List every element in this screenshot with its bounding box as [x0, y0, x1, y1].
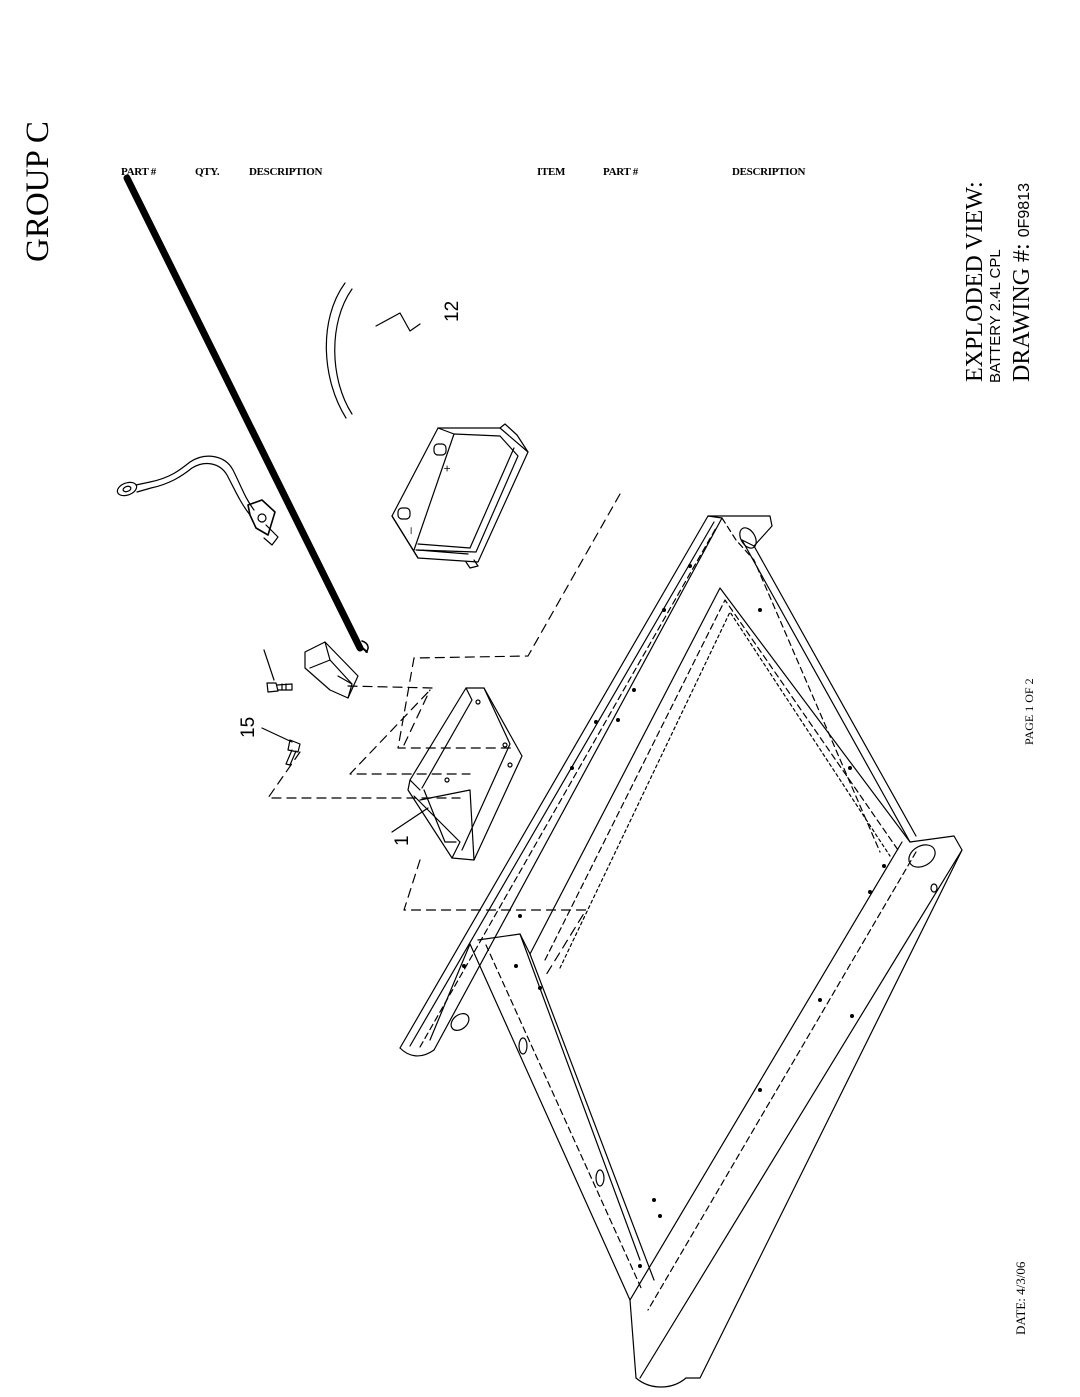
strap-rod — [123, 174, 369, 653]
bolt-15 — [261, 727, 301, 766]
header-qty: QTY. — [195, 166, 220, 178]
bolt-upper — [263, 649, 293, 693]
chassis-frame — [399, 515, 963, 1388]
header-part-left: PART # — [121, 166, 156, 178]
battery-negative-mark: _ — [398, 527, 412, 534]
battery-positive-mark: + — [440, 464, 454, 472]
header-description-right: DESCRIPTION — [732, 166, 806, 178]
hold-down-clip — [304, 641, 359, 699]
battery-tray — [407, 687, 523, 861]
header-description-left: DESCRIPTION — [249, 166, 323, 178]
header-item: ITEM — [537, 166, 566, 178]
callout-15: 15 — [238, 716, 259, 738]
header-part-right: PART # — [603, 166, 638, 178]
battery — [391, 423, 529, 569]
battery-cable — [116, 455, 279, 546]
strap-arc — [325, 282, 421, 419]
assembly-lines — [267, 493, 621, 976]
callout-1: 1 — [392, 835, 413, 846]
leader-lines — [391, 807, 429, 833]
callout-12: 12 — [442, 300, 463, 322]
